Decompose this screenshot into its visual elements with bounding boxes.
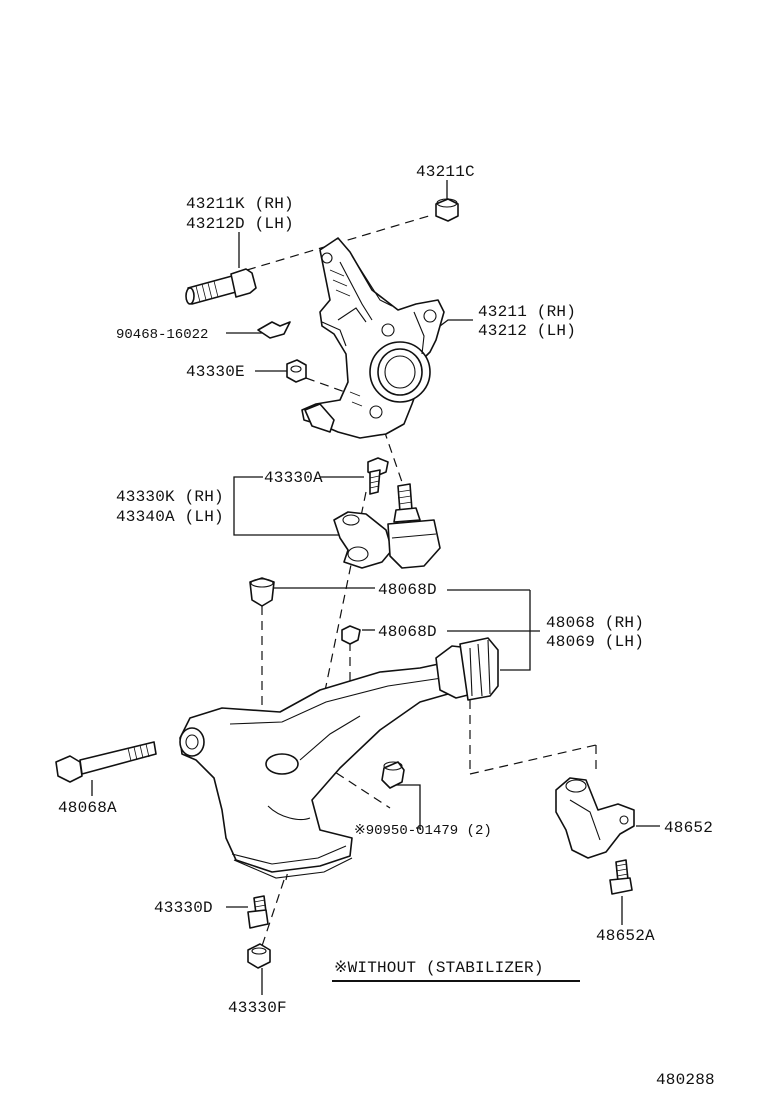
- label-90950: ※90950-01479 (2): [354, 823, 492, 839]
- label-90468: 90468-16022: [116, 327, 208, 343]
- bolt-48652a: [609, 859, 633, 895]
- label-43330f: 43330F: [228, 999, 287, 1017]
- label-48069-lh: 48069 (LH): [546, 633, 644, 651]
- label-43211k-rh: 43211K (RH): [186, 195, 294, 213]
- cap-43211c: [435, 198, 459, 222]
- bolt-43330d: [247, 895, 269, 929]
- label-43330a: 43330A: [264, 469, 323, 487]
- label-43212d-lh: 43212D (LH): [186, 215, 294, 233]
- leader-lines: [91, 180, 660, 995]
- callout-labels: 43211C 43211K (RH) 43212D (LH) 43211 (RH…: [58, 163, 715, 1089]
- ball-joint: [333, 483, 441, 569]
- label-43211c: 43211C: [416, 163, 475, 181]
- label-43330e: 43330E: [186, 363, 245, 381]
- bolt-43330a: [367, 457, 389, 495]
- label-48652a: 48652A: [596, 927, 655, 945]
- plug-90950: [381, 761, 405, 789]
- figure-number: 480288: [656, 1071, 715, 1089]
- bushing-48068d-lower: [341, 625, 361, 645]
- nut-43330e: [286, 359, 307, 383]
- label-48068d-upper: 48068D: [378, 581, 437, 599]
- label-43330d: 43330D: [154, 899, 213, 917]
- label-43211-rh: 43211 (RH): [478, 303, 576, 321]
- steering-knuckle: [301, 237, 445, 439]
- label-48068-rh: 48068 (RH): [546, 614, 644, 632]
- label-43212-lh: 43212 (LH): [478, 322, 576, 340]
- label-48068d-lower: 48068D: [378, 623, 437, 641]
- label-48652: 48652: [664, 819, 713, 837]
- lower-control-arm: [179, 637, 499, 879]
- bolt-48068a: [55, 741, 157, 783]
- bolt-43211k: [185, 268, 257, 305]
- nut-43330f: [247, 943, 271, 969]
- label-43330k-rh: 43330K (RH): [116, 488, 224, 506]
- bracket-48652: [555, 777, 635, 859]
- label-43340a-lh: 43340A (LH): [116, 508, 224, 526]
- label-48068a: 48068A: [58, 799, 117, 817]
- clip-90468: [257, 321, 291, 339]
- note-without-stabilizer: ※WITHOUT (STABILIZER): [334, 959, 544, 977]
- bushing-48068d-upper: [249, 577, 275, 607]
